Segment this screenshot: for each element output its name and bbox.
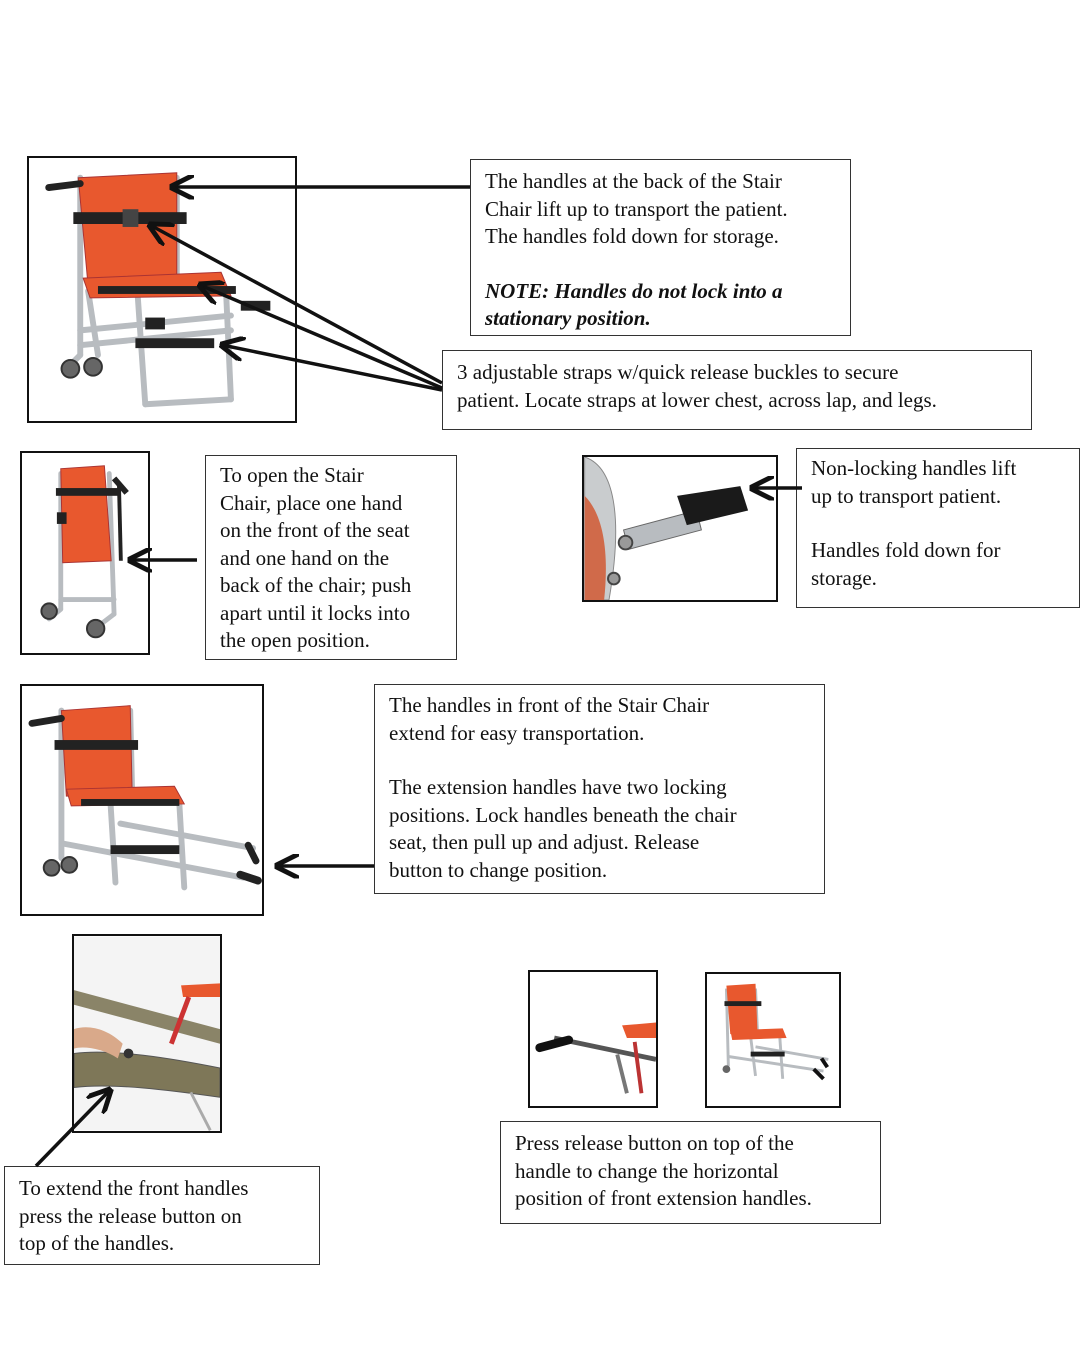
callout-line: back of the chair; push — [220, 573, 412, 597]
callout-line: up to transport patient. — [811, 483, 1002, 508]
callout-line: the open position. — [220, 628, 370, 652]
callout-line: Handles fold down for — [811, 538, 1001, 562]
callout-line: The handles in front of the Stair Chair — [389, 693, 710, 717]
callout-line: The handles fold down for storage. — [485, 224, 779, 248]
callout-line: press the release button on — [19, 1203, 242, 1228]
handle-closeup-illustration — [584, 457, 749, 600]
callout-line: positions. Lock handles beneath the chai… — [389, 802, 737, 827]
stair-chair-illustration — [45, 172, 271, 408]
callout-line: seat, then pull up and adjust. Release — [389, 830, 700, 854]
callout-line: apart until it locks into — [220, 600, 411, 625]
callout-line: top of the handles. — [19, 1231, 175, 1255]
callout-line: Press release button on top of the — [515, 1131, 794, 1155]
front-handles-callout: The handles in front of the Stair Chair … — [374, 684, 825, 894]
folded-chair-photo — [20, 451, 150, 655]
open-chair-callout: To open the Stair Chair, place one hand … — [205, 455, 457, 660]
callout-line: The handles at the back of the Stair — [485, 169, 782, 193]
extension-handle-photo — [528, 970, 658, 1108]
release-button-illustration — [74, 936, 220, 1131]
release-button-photo — [72, 934, 222, 1133]
extended-handles-illustration — [28, 705, 262, 891]
straps-callout: 3 adjustable straps w/quick release buck… — [442, 350, 1032, 430]
extension-handle-illustration — [535, 1022, 656, 1094]
folded-chair-illustration — [40, 465, 129, 639]
callout-line: 3 adjustable straps w/quick release buck… — [457, 360, 899, 384]
nonlocking-callout: Non-locking handles lift up to transport… — [796, 448, 1080, 608]
callout-note: stationary position. — [485, 306, 651, 330]
back-handles-callout: The handles at the back of the Stair Cha… — [470, 159, 851, 336]
handle-closeup-photo — [582, 455, 778, 602]
callout-line: Chair, place one hand — [220, 490, 403, 515]
callout-line: extend for easy transportation. — [389, 720, 645, 745]
horizontal-callout: Press release button on top of the handl… — [500, 1121, 881, 1224]
callout-line: handle to change the horizontal — [515, 1158, 779, 1183]
callout-line: To extend the front handles — [19, 1176, 249, 1200]
callout-line: The extension handles have two locking — [389, 775, 727, 799]
callout-line: storage. — [811, 565, 877, 590]
callout-line: To open the Stair — [220, 463, 364, 487]
callout-line: and one hand on the — [220, 545, 390, 570]
callout-line: patient. Locate straps at lower chest, a… — [457, 387, 937, 412]
small-chair-illustration — [722, 983, 829, 1081]
extended-handles-photo — [20, 684, 264, 916]
callout-line: on the front of the seat — [220, 518, 410, 542]
callout-line: Chair lift up to transport the patient. — [485, 196, 788, 221]
callout-line: Non-locking handles lift — [811, 456, 1017, 480]
extend-callout: To extend the front handles press the re… — [4, 1166, 320, 1265]
stair-chair-photo — [27, 156, 297, 423]
callout-line: position of front extension handles. — [515, 1186, 812, 1210]
callout-note: NOTE: Handles do not lock into a — [485, 278, 783, 303]
callout-line: button to change position. — [389, 857, 608, 882]
small-chair-photo — [705, 972, 841, 1108]
